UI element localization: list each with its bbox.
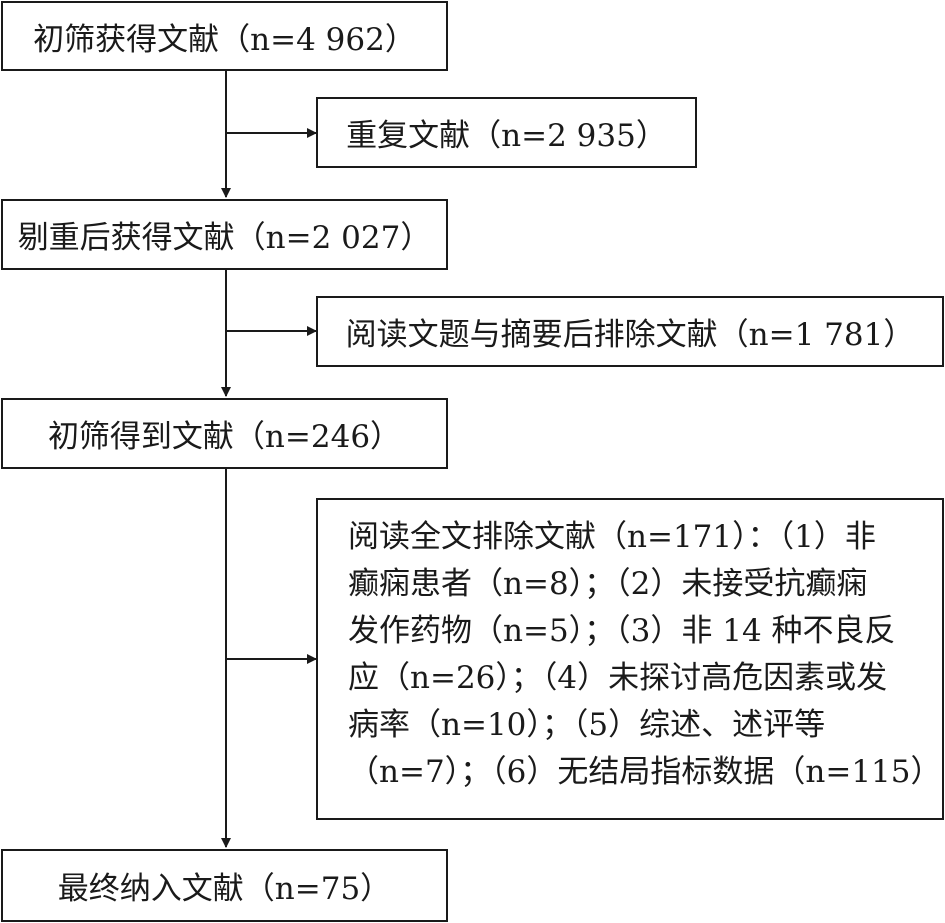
box-after-dedup-text: 剔重后获得文献（n=2 027）	[17, 220, 432, 256]
box-included-text: 最终纳入文献（n=75）	[57, 871, 392, 907]
box-excluded-fulltext: 阅读全文排除文献（n=171）：（1）非 癫痫患者（n=8）；（2）未接受抗癫痫…	[316, 498, 944, 820]
excluded-fulltext-line-5: 病率（n=10）；（5）综述、述评等	[348, 707, 826, 743]
box-excluded-title-abstract: 阅读文题与摘要后排除文献（n=1 781）	[316, 296, 944, 367]
box-screened-text: 初筛得到文献（n=246）	[47, 419, 402, 455]
box-excluded-title-abstract-text: 阅读文题与摘要后排除文献（n=1 781）	[345, 317, 915, 353]
excluded-fulltext-line-3: 发作药物（n=5）；（3）非 14 种不良反	[348, 613, 896, 649]
excluded-fulltext-line-6: （n=7）；（6）无结局指标数据（n=115）	[348, 754, 942, 790]
box-duplicates: 重复文献（n=2 935）	[316, 97, 697, 168]
box-after-dedup: 剔重后获得文献（n=2 027）	[1, 199, 448, 270]
box-initial: 初筛获得文献（n=4 962）	[1, 1, 448, 71]
box-initial-text: 初筛获得文献（n=4 962）	[33, 21, 416, 58]
excluded-fulltext-line-4: 应（n=26）；（4）未探讨高危因素或发	[348, 660, 888, 696]
excluded-fulltext-line-1: 阅读全文排除文献（n=171）：（1）非	[348, 519, 876, 555]
box-duplicates-text: 重复文献（n=2 935）	[346, 118, 667, 154]
excluded-fulltext-line-2: 癫痫患者（n=8）；（2）未接受抗癫痫	[348, 566, 868, 602]
box-screened: 初筛得到文献（n=246）	[1, 398, 448, 469]
box-included: 最终纳入文献（n=75）	[1, 849, 448, 922]
